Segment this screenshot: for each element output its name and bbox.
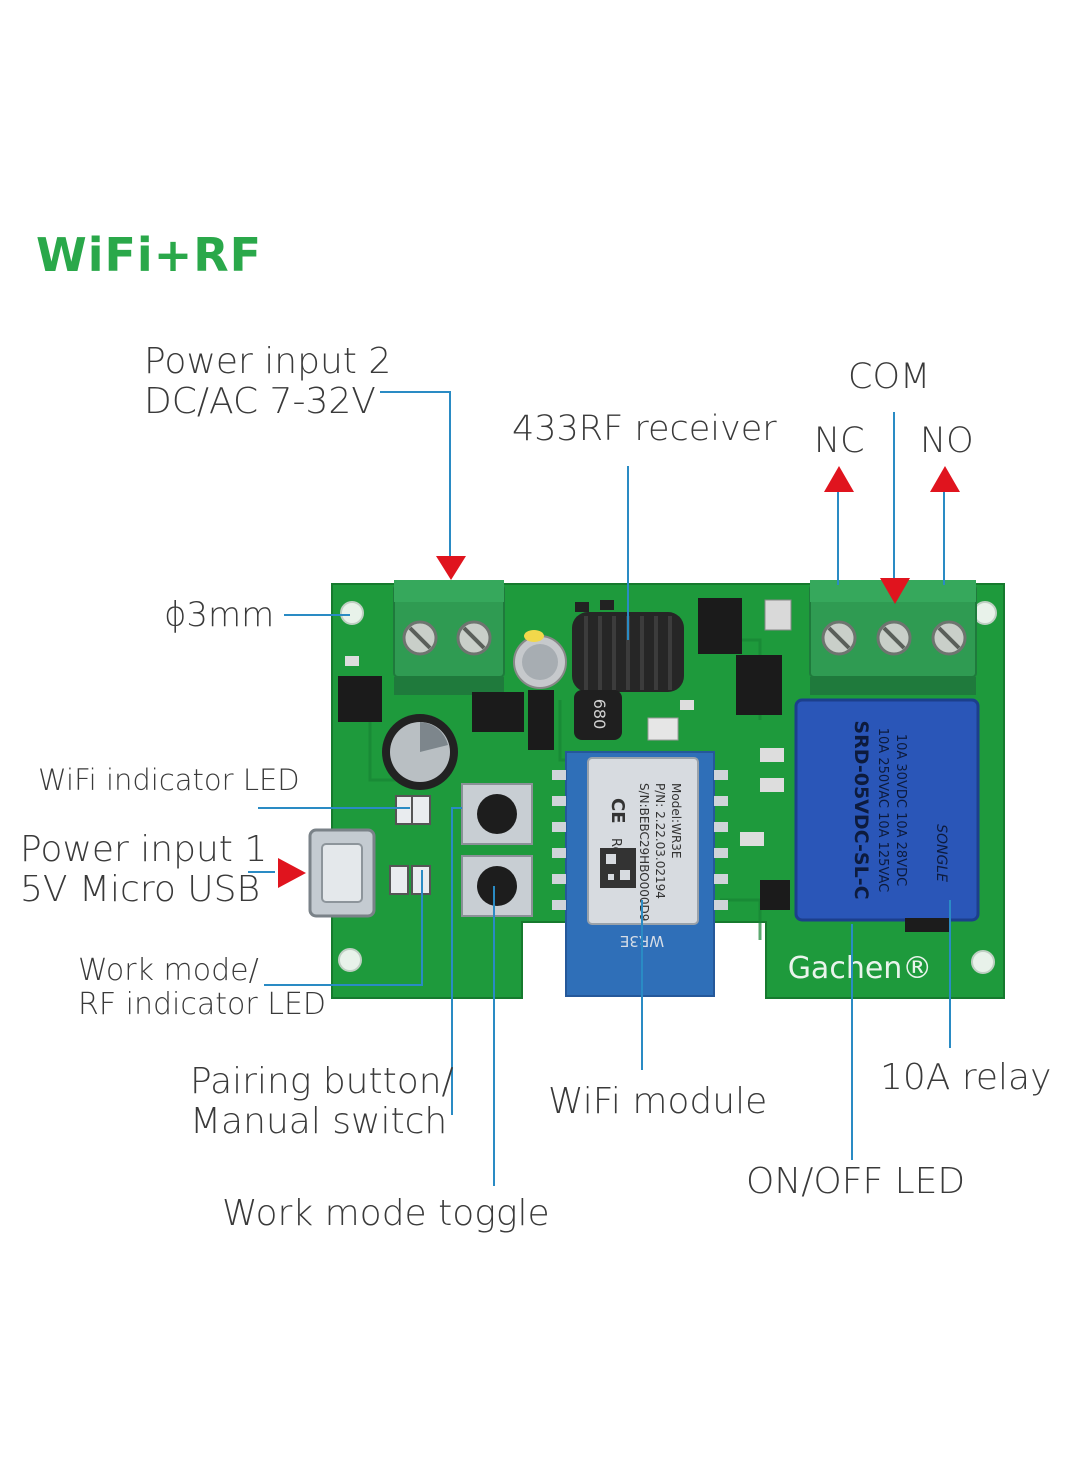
label-nc: NC — [814, 421, 865, 461]
relay: SRD-05VDC-SL-C 10A 250VAC 10A 125VAC 10A… — [794, 698, 980, 932]
relay-model: SRD-05VDC-SL-C — [850, 720, 872, 899]
relay-brand: SONGLE — [933, 824, 949, 882]
label-work-mode-led-line2: RF indicator LED — [78, 986, 326, 1022]
label-work-mode-led-line1: Work mode/ — [78, 953, 259, 988]
label-wifi-led: WiFi indicator LED — [38, 763, 300, 797]
red-arrows — [278, 466, 960, 888]
mounting-holes — [338, 601, 997, 974]
label-power-input-2-line1: Power input 2 — [144, 341, 392, 382]
label-hole: ɸ3mm — [164, 595, 275, 635]
relay-rating-2: 10A 30VDC 10A 28VDC — [893, 734, 908, 886]
label-work-mode-toggle: Work mode toggle — [222, 1193, 550, 1234]
label-pairing-button-line2: Manual switch — [190, 1101, 448, 1143]
coil-code: 680 — [590, 699, 609, 730]
page-title: WiFi+RF — [36, 228, 263, 282]
module-pn: P/N: 2.22.03.02194 — [653, 783, 667, 899]
wifi-module: Model:WR3E P/N: 2.22.03.02194 S/N:BEBC29… — [552, 751, 728, 997]
label-relay: 10A relay — [880, 1057, 1052, 1098]
leds — [389, 795, 431, 895]
smd-components — [338, 598, 792, 910]
label-power-input-1-line2: 5V Micro USB — [20, 869, 261, 911]
label-power-input-2-line2: DC/AC 7-32V — [144, 381, 376, 423]
module-model: Model:WR3E — [669, 783, 683, 859]
rf-coil: 680 — [572, 612, 684, 740]
label-pairing-button: Pairing button/ Manual switch — [190, 1061, 454, 1143]
micro-usb-port — [308, 828, 376, 918]
label-power-input-2: Power input 2 DC/AC 7-32V — [144, 341, 392, 423]
label-work-mode-led: Work mode/ RF indicator LED — [78, 954, 326, 1021]
relay-rating-1: 10A 250VAC 10A 125VAC — [875, 728, 890, 893]
label-power-input-1: Power input 1 5V Micro USB — [20, 829, 268, 911]
label-no: NO — [920, 421, 974, 461]
label-power-input-1-line1: Power input 1 — [20, 829, 268, 870]
label-rf-receiver: 433RF receiver — [512, 409, 777, 449]
work-mode-button — [461, 855, 533, 917]
label-wifi-module: WiFi module — [548, 1081, 768, 1122]
brand-logo: Gachen® — [788, 951, 933, 986]
pairing-button — [461, 783, 533, 845]
power-input-2-terminal — [393, 580, 505, 695]
label-com: COM — [848, 357, 931, 397]
capacitors — [382, 630, 567, 790]
label-onoff-led: ON/OFF LED — [746, 1161, 966, 1202]
leader-lines — [248, 391, 951, 1186]
module-ce: CE — [607, 798, 628, 824]
module-sn: S/N:BEBC29HBO000D9 — [637, 783, 651, 921]
label-pairing-button-line1: Pairing button/ — [190, 1061, 454, 1102]
